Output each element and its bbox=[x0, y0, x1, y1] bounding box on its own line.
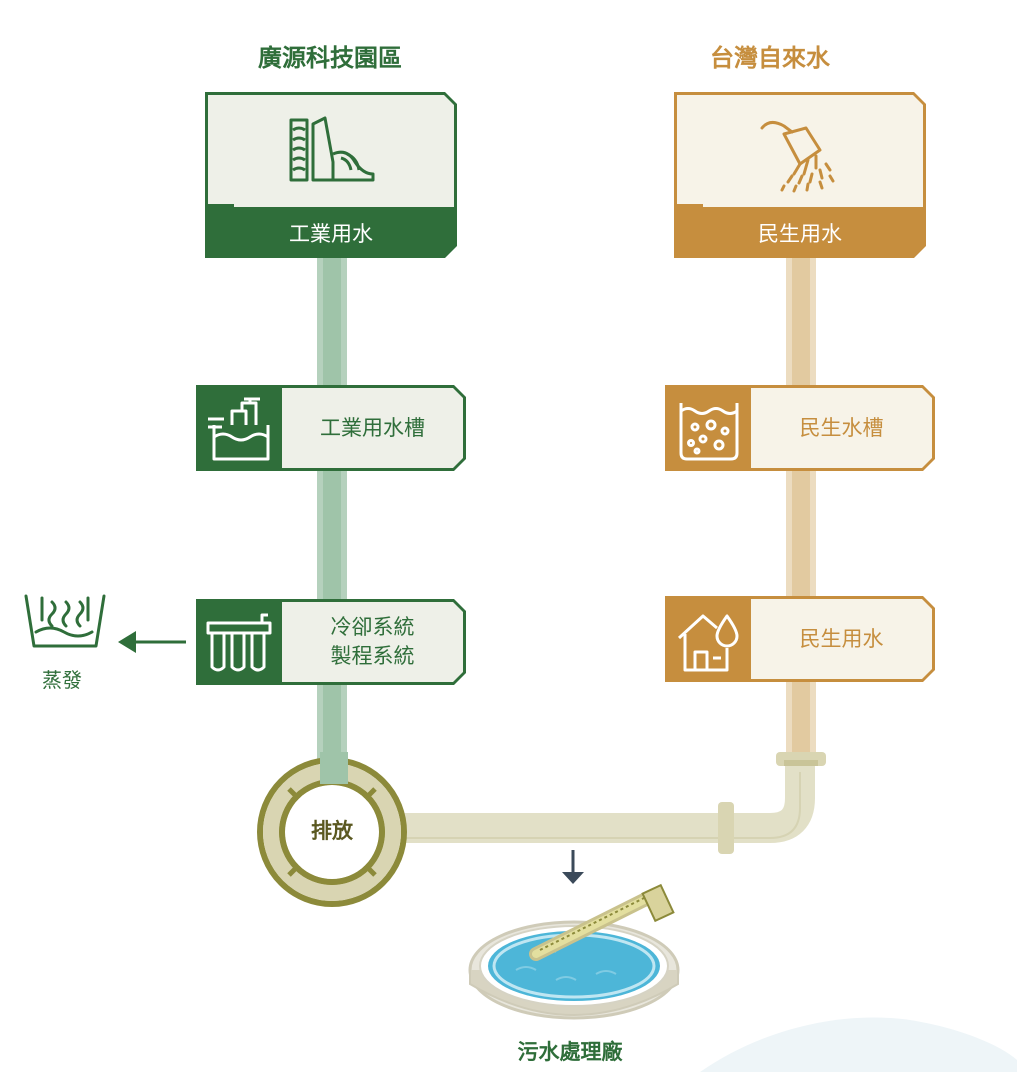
discharge-label: 排放 bbox=[311, 819, 353, 843]
dam-icon bbox=[285, 114, 385, 184]
shower-icon bbox=[756, 114, 846, 194]
taiwan-water-title: 台灣自來水 bbox=[710, 44, 830, 72]
filter-system-icon bbox=[204, 611, 274, 675]
domestic-usage-card: 民生用水 bbox=[665, 596, 935, 682]
water-tank-icon bbox=[204, 397, 274, 461]
water-tank-bubbles-icon bbox=[675, 397, 745, 461]
domestic-tank-card: 民生水槽 bbox=[665, 385, 935, 471]
house-water-drop-icon bbox=[675, 608, 745, 672]
domestic-water-source-card: 民生用水 bbox=[674, 92, 926, 258]
industrial-water-source-card: 工業用水 bbox=[205, 92, 457, 258]
industrial-water-label: 工業用水 bbox=[289, 222, 373, 246]
cooling-system-label: 冷卻系統 bbox=[330, 615, 415, 639]
process-system-label: 製程系統 bbox=[330, 644, 415, 668]
sewage-treatment-plant-icon bbox=[468, 883, 680, 1020]
industrial-tank-card: 工業用水槽 bbox=[196, 385, 466, 471]
evaporation-label: 蒸發 bbox=[42, 668, 82, 692]
domestic-water-source-label: 民生用水 bbox=[758, 222, 842, 246]
domestic-tank-label: 民生水槽 bbox=[799, 415, 884, 440]
industrial-tank-label: 工業用水槽 bbox=[320, 415, 425, 440]
industrial-park-title: 廣源科技園區 bbox=[258, 44, 402, 72]
left-arrow-icon bbox=[118, 631, 186, 653]
evaporation-icon bbox=[24, 594, 106, 648]
discharge-ring bbox=[257, 752, 407, 907]
down-arrow-icon bbox=[562, 850, 584, 884]
domestic-usage-label: 民生用水 bbox=[799, 626, 884, 651]
sewage-plant-label: 污水處理廠 bbox=[517, 1040, 623, 1064]
cooling-process-system-card: 冷卻系統 製程系統 bbox=[196, 599, 466, 685]
